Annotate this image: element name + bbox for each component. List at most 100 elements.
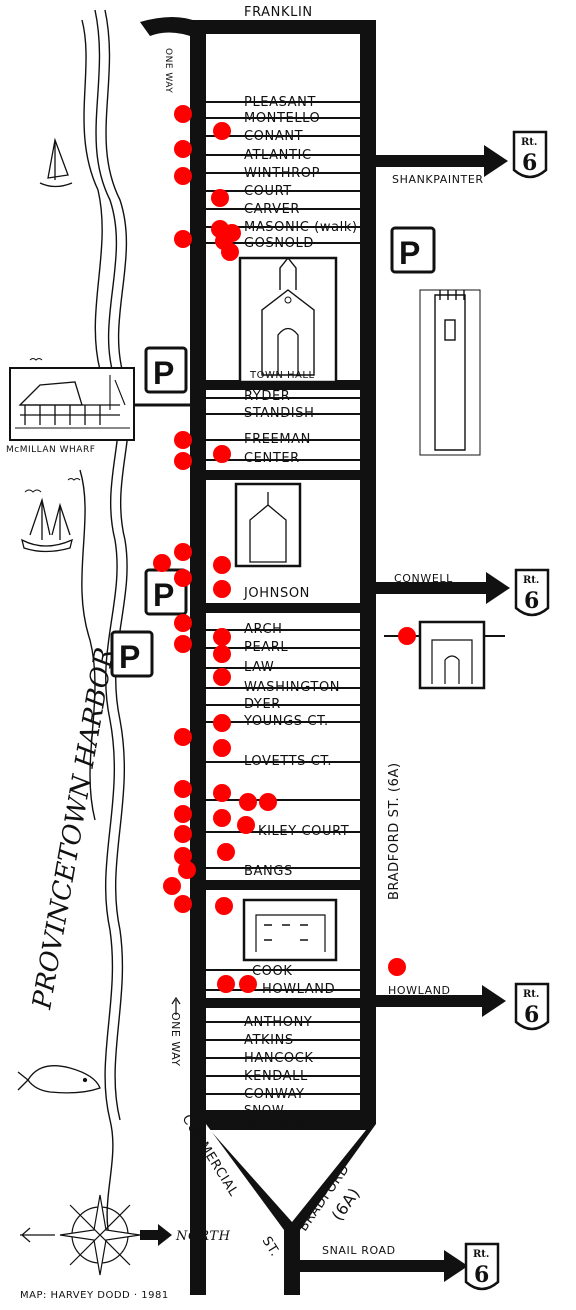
svg-text:Rt.: Rt. bbox=[523, 989, 539, 1000]
street-label-snow: SNOW bbox=[244, 1103, 284, 1117]
location-marker[interactable] bbox=[213, 668, 231, 686]
one-way-label-top: ONE WAY bbox=[163, 48, 173, 93]
location-marker[interactable] bbox=[174, 105, 192, 123]
street-label-center: CENTER bbox=[244, 451, 300, 466]
location-marker[interactable] bbox=[213, 739, 231, 757]
location-marker[interactable] bbox=[174, 543, 192, 561]
map-credit: MAP: HARVEY DODD · 1981 bbox=[20, 1290, 169, 1301]
wedge-island bbox=[210, 1130, 366, 1222]
location-marker[interactable] bbox=[153, 554, 171, 572]
street-label-law: LAW bbox=[244, 660, 274, 675]
compass-rose-icon bbox=[20, 1194, 141, 1276]
street-label-pleasant: PLEASANT bbox=[244, 95, 316, 110]
location-markers[interactable] bbox=[153, 105, 416, 993]
parking-sign[interactable]: P bbox=[144, 346, 188, 394]
street-label-lovetts: LOVETTS CT. bbox=[244, 754, 332, 769]
whale-icon bbox=[17, 1065, 101, 1094]
fishing-boat-icon bbox=[21, 497, 73, 553]
street-label-atkins: ATKINS bbox=[244, 1033, 294, 1048]
route-6-sign: Rt. 6 bbox=[514, 982, 550, 1031]
location-marker[interactable] bbox=[388, 958, 406, 976]
location-marker[interactable] bbox=[174, 780, 192, 798]
svg-text:P: P bbox=[153, 577, 174, 613]
harbor-label: PROVINCETOWN HARBOR bbox=[27, 645, 120, 1012]
street-label-conwell: CONWELL bbox=[394, 572, 453, 585]
location-marker[interactable] bbox=[213, 122, 231, 140]
town-hall-label: TOWN HALL bbox=[249, 370, 315, 381]
one-way-arrow-icon bbox=[171, 996, 181, 1015]
pilgrim-monument-illustration[interactable] bbox=[419, 289, 481, 456]
location-marker[interactable] bbox=[174, 847, 192, 865]
location-marker[interactable] bbox=[398, 627, 416, 645]
svg-text:Rt.: Rt. bbox=[473, 1249, 489, 1260]
svg-text:6: 6 bbox=[524, 1002, 539, 1028]
birds bbox=[24, 358, 81, 493]
location-marker[interactable] bbox=[213, 645, 231, 663]
location-marker[interactable] bbox=[213, 784, 231, 802]
street-label-commercial-st: ST. bbox=[259, 1234, 283, 1259]
street-label-washington: WASHINGTON bbox=[244, 680, 340, 695]
street-label-ryder: RYDER bbox=[244, 389, 290, 404]
museum-illustration[interactable] bbox=[384, 620, 505, 690]
parking-sign[interactable]: P bbox=[110, 630, 154, 678]
location-marker[interactable] bbox=[213, 628, 231, 646]
location-marker[interactable] bbox=[217, 975, 235, 993]
location-marker[interactable] bbox=[217, 843, 235, 861]
one-way-label: ONE WAY bbox=[169, 1012, 182, 1067]
location-marker[interactable] bbox=[174, 140, 192, 158]
street-label-bradford: BRADFORD ST. (6A) bbox=[387, 762, 402, 900]
svg-text:P: P bbox=[119, 639, 140, 675]
location-marker[interactable] bbox=[211, 189, 229, 207]
location-marker[interactable] bbox=[163, 877, 181, 895]
location-marker[interactable] bbox=[215, 897, 233, 915]
street-label-johnson: JOHNSON bbox=[243, 586, 310, 601]
street-label-freeman: FREEMAN bbox=[244, 432, 311, 447]
street-label-cook: COOK bbox=[252, 964, 292, 979]
church-illustration[interactable] bbox=[234, 482, 302, 568]
location-marker[interactable] bbox=[213, 580, 231, 598]
mcmillan-wharf-illustration[interactable] bbox=[9, 367, 135, 441]
street-label-standish: STANDISH bbox=[244, 406, 314, 421]
location-marker[interactable] bbox=[174, 452, 192, 470]
street-label-winthrop: WINTHROP bbox=[244, 166, 320, 181]
location-marker[interactable] bbox=[174, 230, 192, 248]
street-label-shankpainter: SHANKPAINTER bbox=[392, 173, 484, 186]
street-label-conant: CONANT bbox=[244, 129, 303, 144]
route-6-sign: Rt. 6 bbox=[512, 130, 548, 179]
location-marker[interactable] bbox=[259, 793, 277, 811]
parking-sign[interactable]: P bbox=[390, 226, 436, 274]
colonial-building-illustration[interactable] bbox=[242, 898, 338, 962]
street-label-gosnold: GOSNOLD bbox=[244, 236, 314, 251]
svg-text:P: P bbox=[399, 235, 420, 271]
location-marker[interactable] bbox=[174, 635, 192, 653]
location-marker[interactable] bbox=[174, 431, 192, 449]
location-marker[interactable] bbox=[213, 714, 231, 732]
location-marker[interactable] bbox=[213, 445, 231, 463]
location-marker[interactable] bbox=[174, 805, 192, 823]
street-label-howland: HOWLAND bbox=[262, 982, 335, 997]
location-marker[interactable] bbox=[237, 816, 255, 834]
location-marker[interactable] bbox=[174, 569, 192, 587]
street-label-masonic: MASONIC (walk) bbox=[244, 220, 358, 235]
location-marker[interactable] bbox=[178, 861, 196, 879]
side-streets bbox=[206, 101, 360, 1095]
location-marker[interactable] bbox=[213, 556, 231, 574]
location-marker[interactable] bbox=[174, 895, 192, 913]
svg-text:6: 6 bbox=[522, 150, 537, 176]
location-marker[interactable] bbox=[221, 243, 239, 261]
location-marker[interactable] bbox=[174, 167, 192, 185]
street-label-anthony: ANTHONY bbox=[244, 1015, 312, 1030]
svg-text:6: 6 bbox=[524, 588, 539, 614]
location-marker[interactable] bbox=[213, 809, 231, 827]
location-marker[interactable] bbox=[174, 825, 192, 843]
north-arrow-icon bbox=[140, 1224, 172, 1246]
town-hall-illustration[interactable] bbox=[238, 256, 338, 384]
location-marker[interactable] bbox=[174, 728, 192, 746]
location-marker[interactable] bbox=[239, 793, 257, 811]
location-marker[interactable] bbox=[174, 614, 192, 632]
location-marker[interactable] bbox=[239, 975, 257, 993]
street-label-dyer: DYER bbox=[244, 697, 281, 712]
shoreline bbox=[79, 9, 131, 1241]
